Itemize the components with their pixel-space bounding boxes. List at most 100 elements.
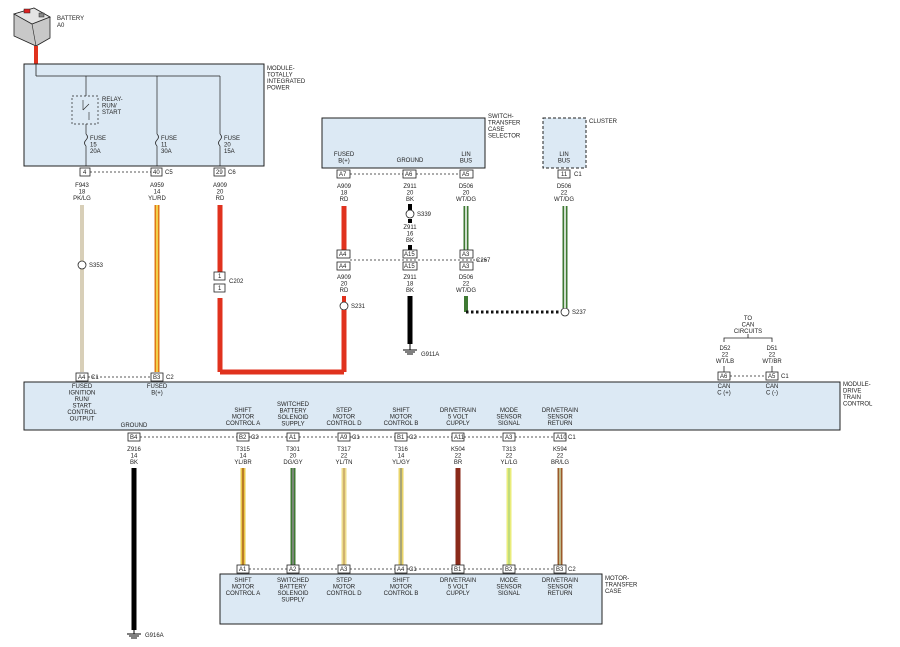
tipm-module-box xyxy=(23,63,265,167)
dtcm-pin-label-2: A1 xyxy=(289,435,297,441)
c267-pin-a15-b: A15 xyxy=(404,264,415,270)
dtcm-pin-label-6: A3 xyxy=(505,435,513,441)
dtcm-pin-b3: B3 xyxy=(153,375,161,381)
motor-pin-label-4: B1 xyxy=(454,567,462,573)
battery-label: BATTERY xyxy=(57,16,84,22)
relay-run-start xyxy=(71,95,99,125)
dtcm-pin-label-4: B1 xyxy=(397,435,405,441)
tipm-pin-40: 40 xyxy=(153,170,160,176)
battery-id: A0 xyxy=(57,23,65,29)
battery: BATTERY A0 xyxy=(12,7,84,47)
tipm-conn-c5: C5 xyxy=(165,170,173,176)
dtcm-pin-a10 xyxy=(553,432,567,442)
dtcm-conn-c2-top: C2 xyxy=(166,375,174,381)
selector-fn-ground: GROUND xyxy=(397,158,424,164)
c267-label: C267 xyxy=(476,258,491,264)
can-pin-a6: A6 xyxy=(720,374,728,380)
ground-g911a-label: G911A xyxy=(421,352,439,358)
dtcm-pin-label-3: A9 xyxy=(340,435,348,441)
dtcm-fn-0: GROUND xyxy=(121,423,148,429)
dtcm-module-box xyxy=(23,381,841,431)
motor-pin-label-2: A3 xyxy=(340,567,348,573)
motor-pin-label-0: A1 xyxy=(239,567,247,573)
dtcm-conn-7: C1 xyxy=(568,435,576,441)
splice-s231 xyxy=(339,301,349,311)
selector-pin-a7: A7 xyxy=(339,172,347,178)
splice-s231-label: S231 xyxy=(351,304,366,310)
c202-pin-1b: 1 xyxy=(218,286,222,292)
can-conn-c1: C1 xyxy=(781,374,789,380)
splice-s353 xyxy=(77,260,87,270)
splice-s237-label: S237 xyxy=(572,310,587,316)
cluster-module-box xyxy=(542,117,587,169)
dtcm-pin-label-7: A10 xyxy=(556,435,567,441)
dtcm-conn-c1-top: C1 xyxy=(91,375,99,381)
c202-pin-1a: 1 xyxy=(218,274,222,280)
tipm-pin-29: 29 xyxy=(216,170,223,176)
motor-pin-b3 xyxy=(553,564,567,574)
cluster-module-label: CLUSTER xyxy=(589,119,618,125)
motor-pin-label-3: A4 xyxy=(397,567,405,573)
cluster-pin-11: 11 xyxy=(561,172,568,178)
ground-g916a-label: G916A xyxy=(145,633,164,639)
c267-pin-a3-b: A3 xyxy=(462,264,470,270)
selector-pin-a6: A6 xyxy=(405,172,413,178)
motor-conn-6: C2 xyxy=(568,567,576,573)
c267-pin-a15-a: A15 xyxy=(404,252,415,258)
tipm-conn-c6: C6 xyxy=(228,170,236,176)
relay-label: RELAY-RUN/START xyxy=(102,97,123,116)
dtcm-pin-a4: A4 xyxy=(78,375,86,381)
splice-s339 xyxy=(405,209,415,219)
splice-s339-label: S339 xyxy=(417,212,432,218)
ground-g911a-icon xyxy=(403,344,417,355)
c267-pin-a4-a: A4 xyxy=(339,252,347,258)
dtcm-pin-label-5: A11 xyxy=(454,435,465,441)
tipm-pin-4: 4 xyxy=(83,170,87,176)
motor-pin-label-6: B3 xyxy=(556,567,564,573)
cluster-conn-c1: C1 xyxy=(574,172,582,178)
dtcm-conn-3: C1 xyxy=(352,435,360,441)
dtcm-pin-label-0: B4 xyxy=(130,435,138,441)
ground-g916a-icon xyxy=(127,630,141,639)
dtcm-pin-label-1: B2 xyxy=(239,435,247,441)
